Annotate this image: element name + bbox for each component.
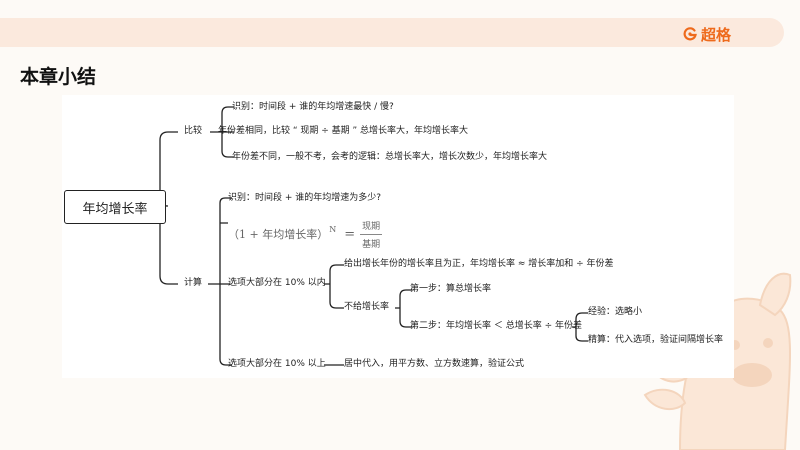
- connector-calculate: [208, 197, 232, 366]
- formula-exponent: N: [329, 224, 337, 234]
- formula: （1 + 年均增长率） N = 现期 基期: [228, 219, 383, 250]
- step2-node: 第二步：年均增长率 ＜ 总增长率 ÷ 年份差: [410, 321, 582, 331]
- formula-numerator: 现期: [360, 219, 383, 235]
- calculate-identify: 识别：时间段 + 谁的年均增速为多少?: [228, 193, 382, 203]
- compare-item-diff-years: 年份差不同，一般不考，会考的逻辑：总增长率大，增长次数少，年均增长率大: [232, 152, 548, 162]
- root-node: 年均增长率: [64, 190, 166, 224]
- page-title: 本章小结: [20, 66, 97, 88]
- connector-step2: [572, 312, 588, 342]
- unequal-node: 不给增长率: [344, 302, 390, 312]
- header-band-cap: [752, 18, 784, 47]
- brand-logo-icon: [683, 27, 697, 41]
- step2-experience: 经验：选略小: [588, 307, 643, 317]
- formula-fraction: 现期 基期: [360, 219, 383, 250]
- mindmap-canvas: 年均增长率 比较 识别：时间段 + 谁的年均增速最快 / 慢? 年份差相同，比较…: [62, 95, 734, 378]
- step2-precise: 精算：代入选项，验证间隔增长率: [588, 335, 724, 345]
- formula-denominator: 基期: [362, 239, 381, 250]
- compare-item-identify: 识别：时间段 + 谁的年均增速最快 / 慢?: [232, 102, 394, 112]
- brand-logo: 超格: [683, 24, 731, 44]
- connector-unequal: [395, 289, 412, 328]
- formula-equals: =: [344, 226, 356, 242]
- formula-base: （1 + 年均增长率）: [228, 228, 329, 241]
- above10-node: 选项大部分在 10% 以上: [228, 359, 326, 369]
- branch-compare: 比较: [184, 126, 203, 136]
- connector-compare: [210, 106, 234, 158]
- within10-node: 选项大部分在 10% 以内: [228, 278, 326, 288]
- header-bar: [0, 18, 800, 47]
- compare-item-same-years: 年份差相同，比较 “ 现期 ÷ 基期 ” 总增长率大，年均增长率大: [218, 126, 469, 136]
- within10-equal-rate: 给出增长年份的增长率且为正，年均增长率 ≈ 增长率加和 ÷ 年份差: [344, 259, 614, 269]
- above10-method: 居中代入，用平方数、立方数速算，验证公式: [344, 359, 525, 369]
- step1-node: 第一步：算总增长率: [410, 284, 492, 294]
- branch-calculate: 计算: [184, 278, 203, 288]
- connector-within10: [324, 264, 344, 309]
- header-band: [0, 18, 752, 47]
- brand-name: 超格: [701, 25, 732, 44]
